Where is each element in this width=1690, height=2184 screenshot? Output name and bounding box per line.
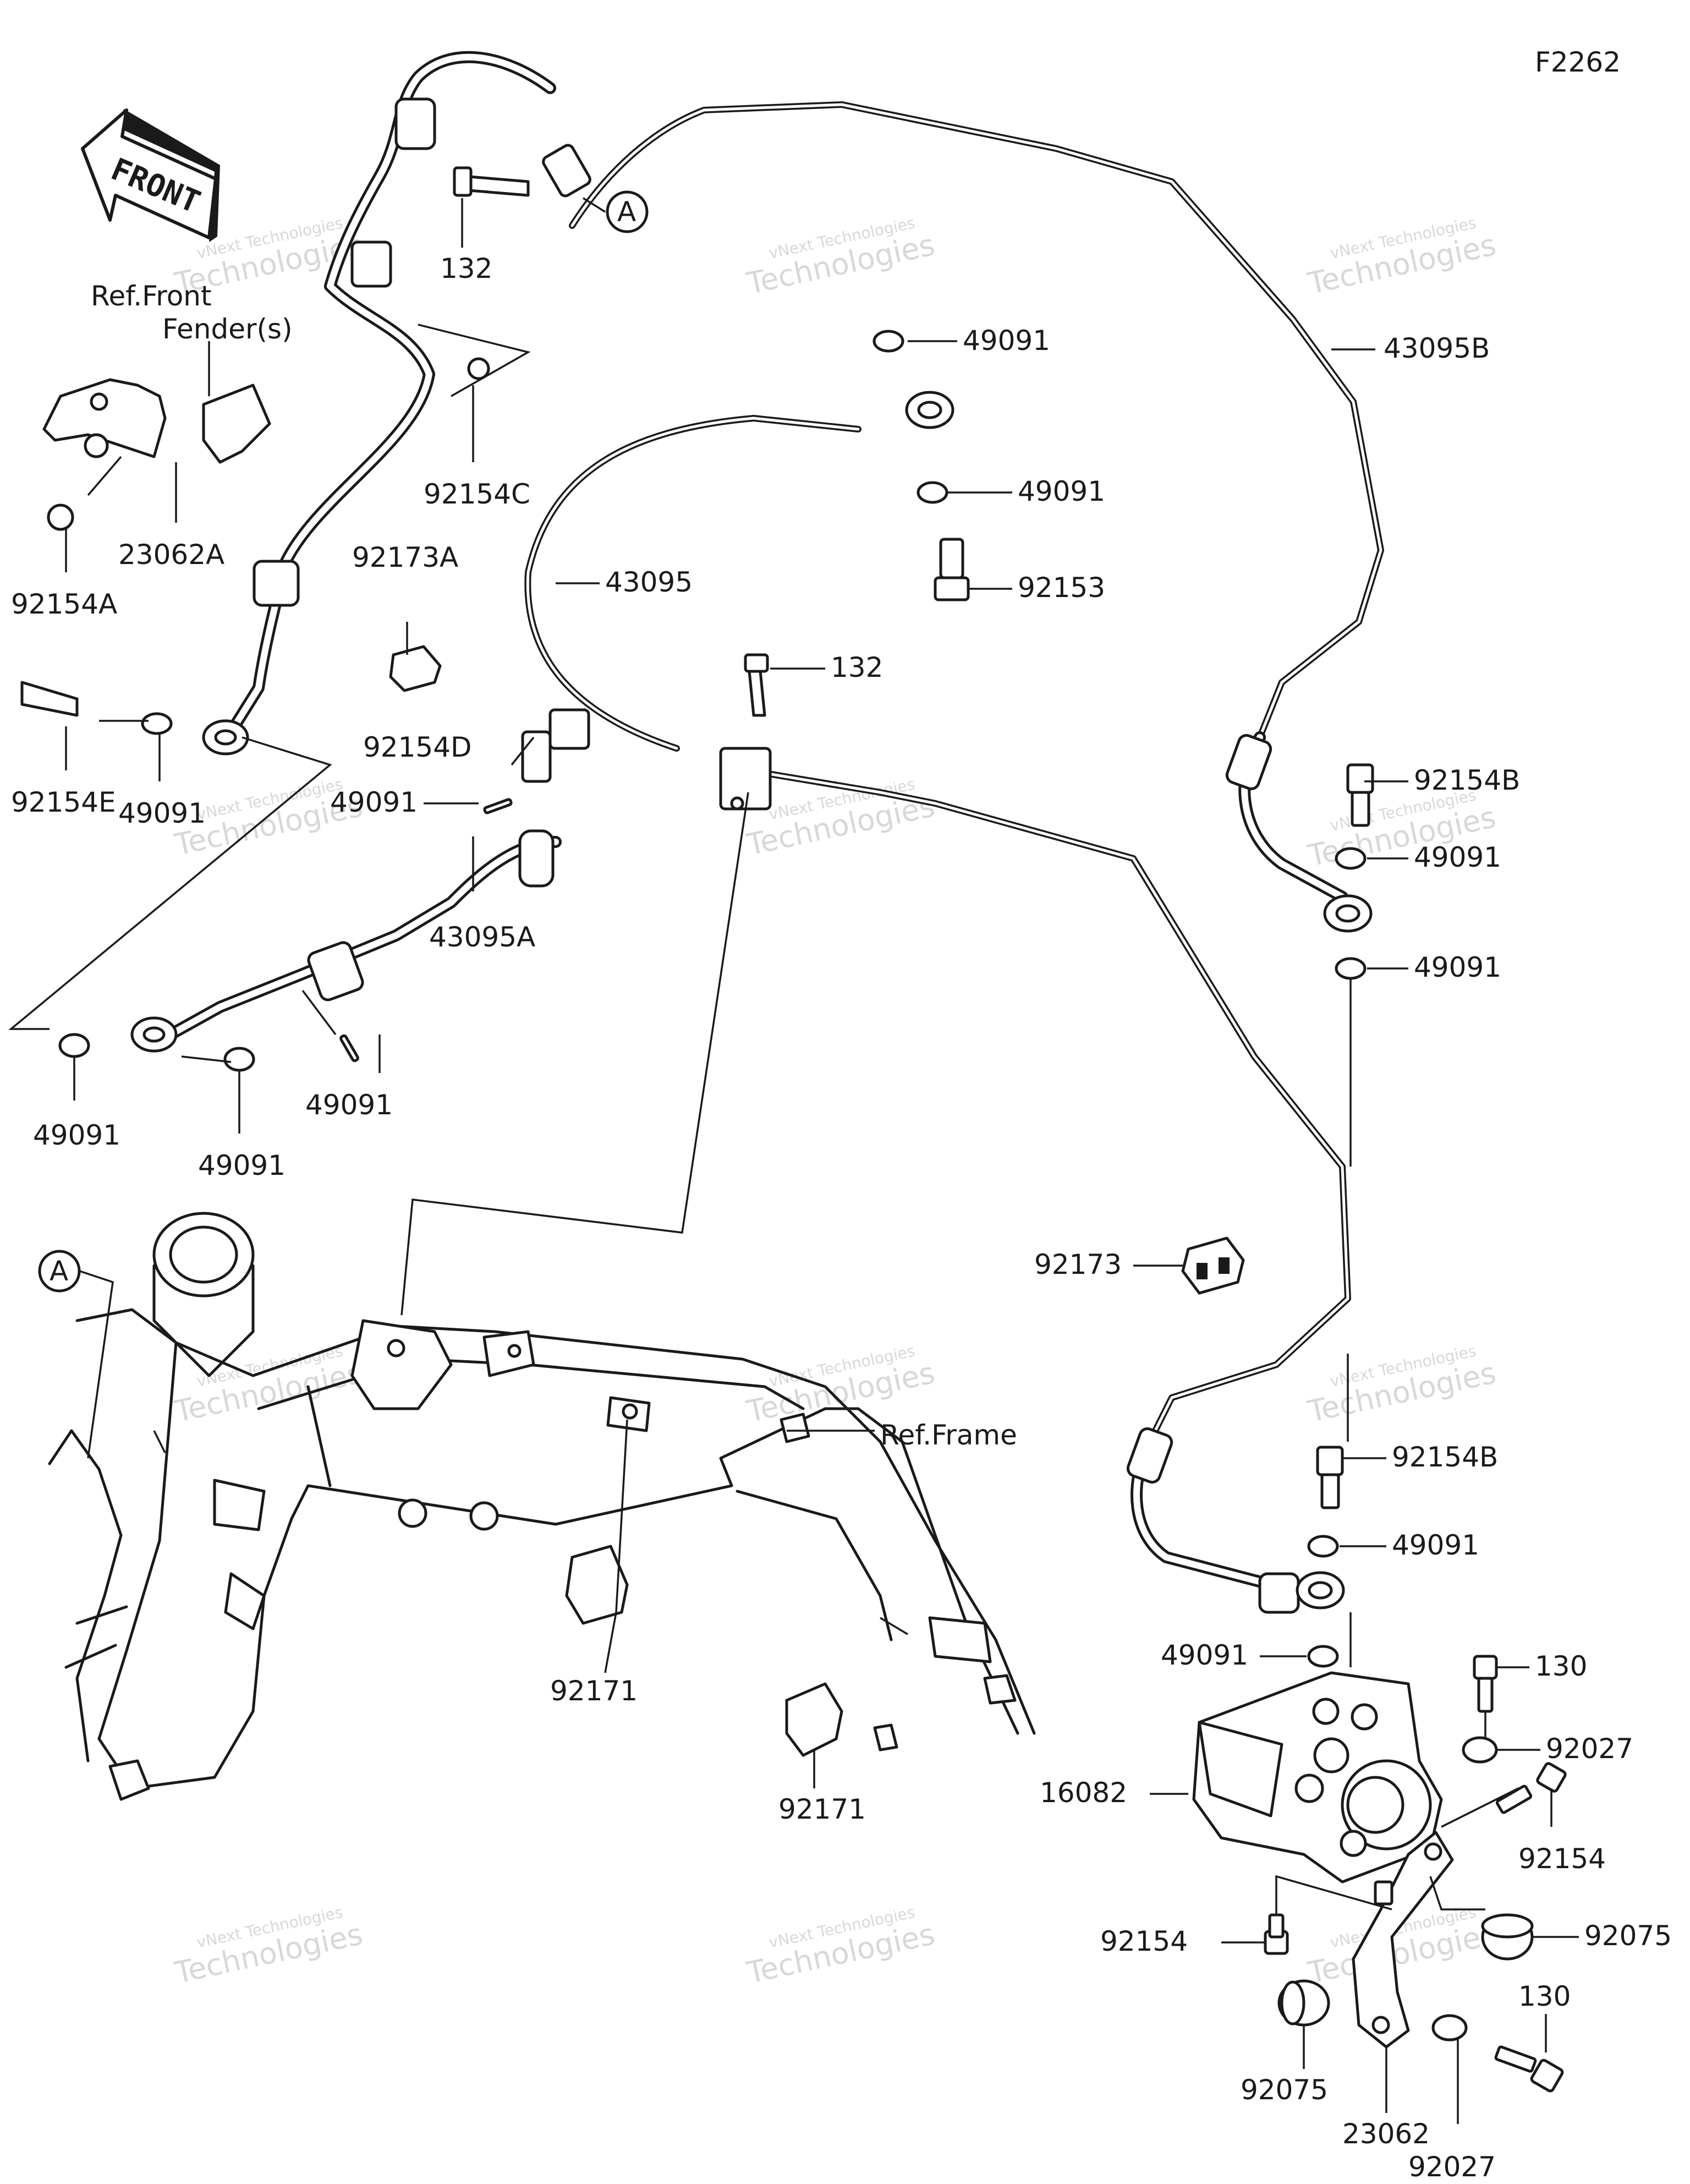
part-label: 92027 <box>1546 1733 1633 1765</box>
brake-joint <box>719 747 772 811</box>
abs-bracket-23062 <box>1352 1831 1454 2049</box>
connector-marker-label: A <box>50 1255 68 1287</box>
banjo-fittings <box>130 144 1373 1610</box>
part-label: 92027 <box>1408 2151 1496 2183</box>
part-label: 92153 <box>1018 572 1105 604</box>
frame <box>48 1212 1036 1801</box>
part-label: 130 <box>1518 1980 1571 2012</box>
part-label: 49091 <box>330 786 418 818</box>
part-label: 92154B <box>1392 1441 1498 1473</box>
part-label: 132 <box>831 652 883 683</box>
clamp-92173A <box>389 645 442 692</box>
diagram-code: F2262 <box>1535 46 1621 78</box>
part-label: 92154 <box>1100 1925 1188 1957</box>
ref-frame-label: Ref.Frame <box>880 1419 1017 1451</box>
part-label: 49091 <box>118 797 206 829</box>
part-label: 92173A <box>352 541 458 573</box>
leader-lines <box>8 197 1579 2124</box>
part-label: 92075 <box>1241 2074 1328 2106</box>
connector-marker-top: A <box>606 190 649 233</box>
part-label: 49091 <box>1414 841 1501 873</box>
part-label: 92171 <box>550 1675 638 1707</box>
part-label: 92171 <box>778 1793 866 1825</box>
part-label: 49091 <box>963 325 1050 357</box>
connector-marker-label: A <box>617 196 636 228</box>
part-label: 23062A <box>118 539 224 571</box>
part-label: 49091 <box>198 1150 286 1181</box>
part-label: 43095A <box>429 921 535 953</box>
part-label: 49091 <box>33 1119 120 1151</box>
connector-marker-frame: A <box>38 1250 81 1293</box>
part-label: 49091 <box>1161 1639 1248 1671</box>
ref-front-fender-label-line2: Fender(s) <box>162 313 293 345</box>
part-label: 49091 <box>1414 951 1501 983</box>
part-label: 92154B <box>1414 764 1520 796</box>
part-label: 23062 <box>1342 2118 1430 2150</box>
part-label: 132 <box>440 253 492 284</box>
part-label: 92154A <box>11 588 117 620</box>
watermark: vNext Technologies Technologies <box>171 1903 365 1990</box>
bolts <box>20 166 1567 2093</box>
watermark: vNext Technologies Technologies <box>1304 214 1499 301</box>
part-label: 43095B <box>1384 332 1490 364</box>
part-label: 92154D <box>363 731 472 763</box>
part-labels: 132 43095B 49091 49091 92153 43095 132 9… <box>11 253 1672 2183</box>
part-label: 92075 <box>1584 1920 1672 1952</box>
part-label: 49091 <box>305 1089 393 1121</box>
watermark: vNext Technologies Technologies <box>1304 1342 1499 1429</box>
part-label: 130 <box>1535 1650 1587 1682</box>
part-label: 49091 <box>1392 1529 1479 1561</box>
watermark: vNext Technologies Technologies <box>743 1342 937 1429</box>
part-label: 92154 <box>1518 1843 1606 1875</box>
part-label: 92173 <box>1034 1249 1122 1280</box>
front-direction-arrow-icon: FRONT <box>81 108 220 242</box>
part-label: 92154E <box>11 786 116 818</box>
part-label: 16082 <box>1040 1777 1127 1809</box>
grommets-92075 <box>1277 1913 1534 2027</box>
abs-hydraulic-unit <box>1192 1671 1443 1884</box>
part-label: 49091 <box>1018 475 1105 507</box>
hose-collars <box>253 97 1300 1614</box>
part-label: 43095 <box>605 566 693 598</box>
front-brake-hose <box>225 51 556 738</box>
sealing-washers <box>58 330 1498 2041</box>
brake-hose-43095 <box>524 415 1351 1596</box>
watermark: vNext Technologies Technologies <box>743 214 937 301</box>
bracket-23062A <box>42 378 271 464</box>
clamp-92173 <box>1181 1236 1245 1295</box>
ref-front-fender-label-line1: Ref.Front <box>91 280 212 312</box>
part-label: 92154C <box>424 478 530 510</box>
watermark: vNext Technologies Technologies <box>743 1903 937 1990</box>
